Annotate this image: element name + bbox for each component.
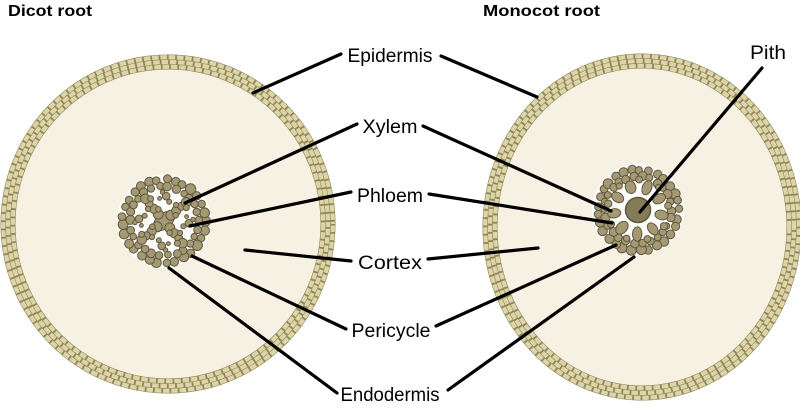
label-cortex: Cortex — [358, 253, 423, 274]
leader-phloem-dicot — [188, 190, 353, 228]
dicot-epidermis-row-outer — [1, 55, 335, 393]
monocot-epidermis-row-middle — [487, 58, 797, 396]
label-xylem: Xylem — [363, 117, 418, 138]
label-phloem: Phloem — [357, 186, 423, 207]
monocot-epidermis-row-inner — [492, 63, 792, 391]
leader-endodermis-monocot — [446, 255, 636, 392]
label-pericycle: Pericycle — [352, 321, 431, 342]
leader-epidermis-dicot — [251, 52, 343, 95]
diagram-titles: Dicot root Monocot root — [8, 3, 601, 20]
monocot-xylem-cells — [607, 180, 669, 242]
dicot-stele-ring-cells — [117, 174, 211, 269]
monocot-root — [482, 53, 800, 401]
leader-cortex-monocot — [426, 246, 540, 261]
title-dicot-root: Dicot root — [8, 3, 93, 20]
leader-lines — [167, 52, 764, 395]
label-pith: Pith — [750, 43, 786, 64]
dicot-root — [0, 54, 336, 394]
dicot-epidermis-row-inner — [10, 64, 326, 384]
leader-pericycle-monocot — [434, 243, 618, 328]
leader-endodermis-dicot — [167, 266, 339, 395]
label-epidermis: Epidermis — [348, 46, 433, 67]
leader-epidermis-monocot — [439, 54, 539, 99]
leader-xylem-dicot — [183, 122, 359, 205]
leader-pith-monocot — [638, 66, 764, 214]
monocot-phloem-cells — [604, 175, 673, 243]
label-endodermis: Endodermis — [341, 385, 440, 406]
title-monocot-root: Monocot root — [483, 3, 601, 20]
leader-phloem-monocot — [427, 192, 614, 225]
leader-pericycle-dicot — [190, 254, 348, 331]
leader-cortex-dicot — [243, 248, 353, 263]
dicot-xylem-star — [136, 193, 192, 249]
leader-xylem-monocot — [421, 124, 613, 213]
dicot-phloem-cells — [132, 189, 196, 253]
pith-circle — [624, 196, 652, 224]
dicot-epidermis-row-middle — [5, 59, 331, 389]
structure-labels: Epidermis Xylem Phloem Cortex Pericycle … — [341, 43, 787, 406]
